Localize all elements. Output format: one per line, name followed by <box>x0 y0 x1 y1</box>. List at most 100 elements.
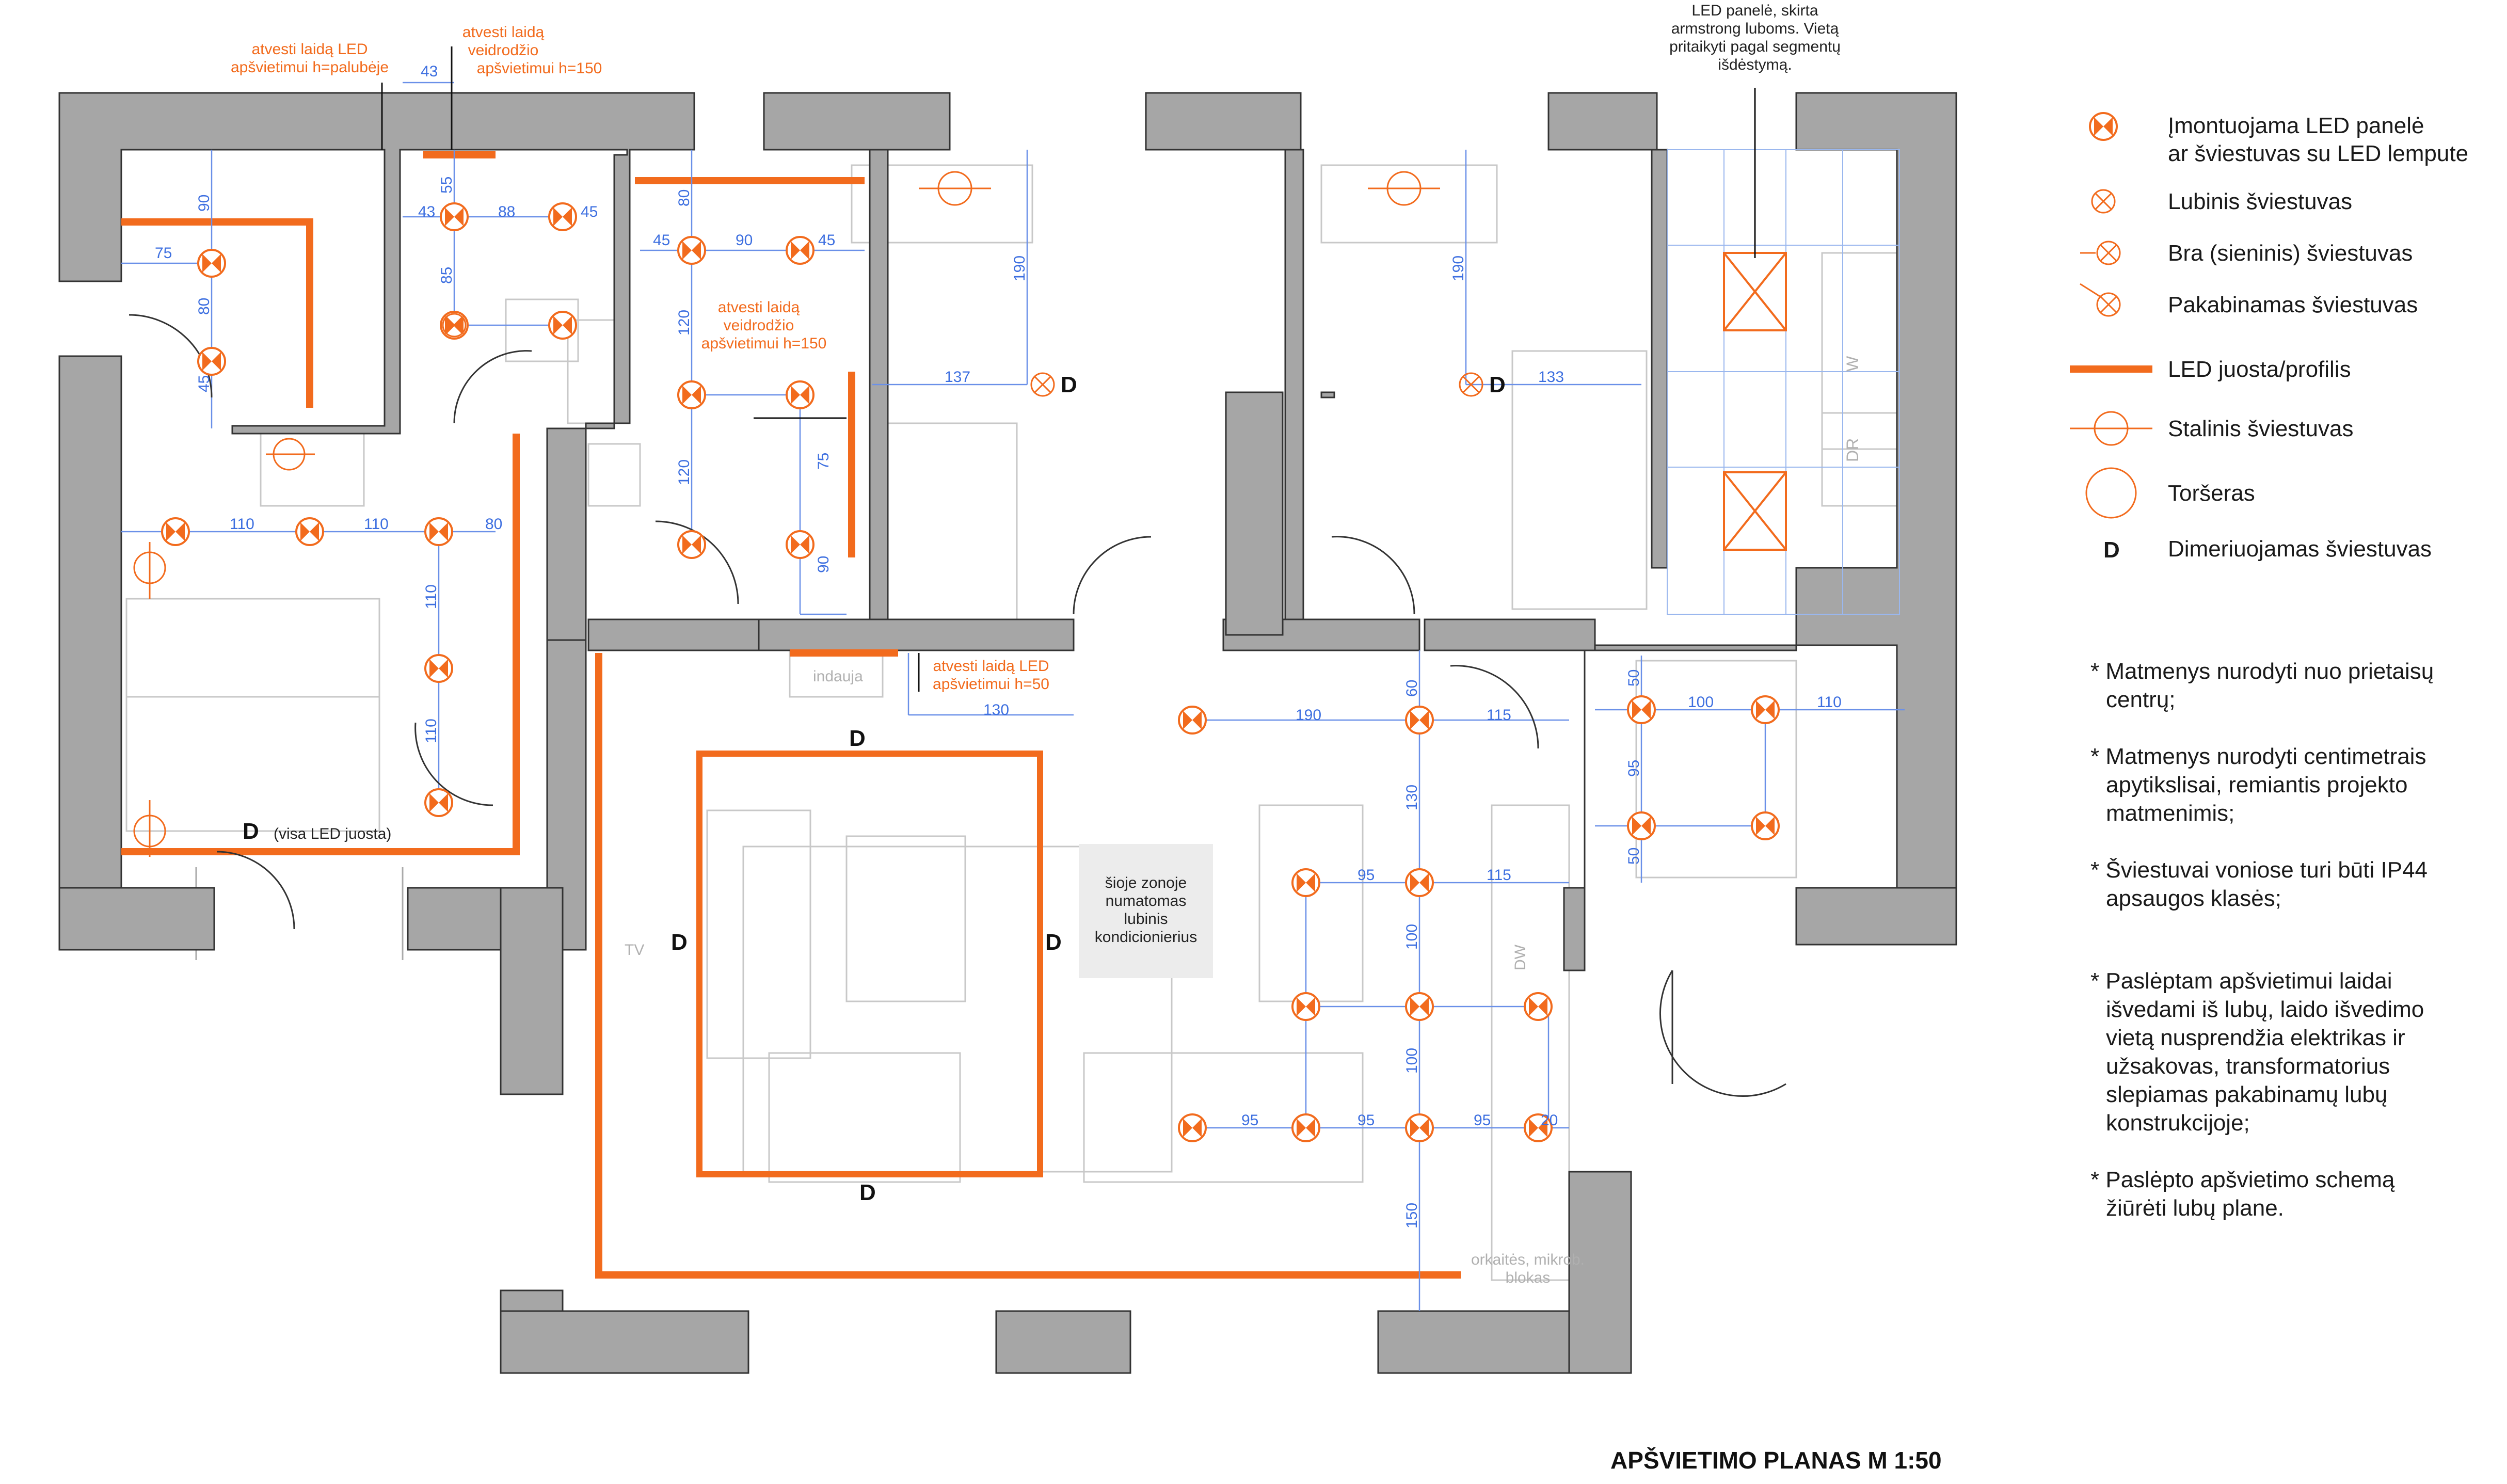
armstrong-note-line: išdėstymą. <box>1718 56 1792 73</box>
annotation-line: atvesti laidą LED <box>251 41 368 58</box>
dim: 100 <box>1403 924 1420 950</box>
dimmer-labels: D D D D D D D <box>243 372 1506 1205</box>
legend-label: Toršeras <box>2168 481 2255 506</box>
armstrong-grid <box>1667 149 1900 615</box>
dim: 190 <box>1450 256 1467 281</box>
note-line: išvedami iš lubų, laido išvedimo <box>2106 997 2424 1022</box>
dim: 95 <box>1241 1112 1258 1129</box>
dim: 110 <box>230 516 254 533</box>
legend-item: Bra (sieninis) šviestuvas <box>2080 241 2413 266</box>
annotation-line: atvesti laidą <box>462 24 545 41</box>
dim: 60 <box>1403 680 1420 697</box>
legend-label: Stalinis šviestuvas <box>2168 416 2353 441</box>
floor-lamp-icon <box>2085 467 2137 519</box>
note-line: apsaugos klasės; <box>2106 886 2281 911</box>
annotation-line: atvesti laidą <box>718 299 800 316</box>
dim: 133 <box>1538 369 1564 386</box>
annotation-leaders <box>381 46 1756 692</box>
doors <box>129 314 1786 1097</box>
note-line: * Matmenys nurodyti nuo prietaisų <box>2090 659 2434 684</box>
dim: 190 <box>1011 256 1028 281</box>
dim: 45 <box>581 203 598 220</box>
wall-light-icon <box>2080 241 2121 265</box>
table-lamp-icon <box>2070 411 2152 446</box>
note-line: vietą nusprendžia elektrikas ir <box>2106 1025 2405 1050</box>
note-line: apytikslisai, remiantis projekto <box>2106 772 2407 797</box>
oven-label-line: orkaitės, mikrob. <box>1471 1251 1585 1268</box>
dim: 190 <box>1296 707 1321 724</box>
legend-label: Įmontuojama LED panelė <box>2168 113 2424 138</box>
legend-label: ar šviestuvas su LED lempute <box>2168 141 2468 166</box>
recessed-led-panel-icon <box>2089 112 2118 141</box>
annotation-line: apšvietimui h=50 <box>933 676 1049 693</box>
dim: 50 <box>1625 848 1642 865</box>
dimmer-label: D <box>671 930 688 955</box>
note-line: žiūrėti lubų plane. <box>2106 1195 2284 1221</box>
legend-label: Dimeriuojamas šviestuvas <box>2168 536 2432 562</box>
dim: 75 <box>815 453 832 470</box>
dimmer-label: D <box>1061 372 1077 397</box>
note-line: slepiamas pakabinamų lubų <box>2106 1082 2387 1107</box>
dim: 45 <box>196 375 213 392</box>
dim: 100 <box>1403 1048 1420 1074</box>
notes: * Matmenys nurodyti nuo prietaisų centrų… <box>2090 659 2434 1221</box>
note-line: * Matmenys nurodyti centimetrais <box>2090 744 2426 769</box>
dim: 90 <box>736 232 753 249</box>
orange-annotations: atvesti laidą LED apšvietimui h=palubėje… <box>231 24 1049 693</box>
legend: Įmontuojama LED panelė ar šviestuvas su … <box>2070 112 2468 563</box>
dimmer-icon: D <box>2103 537 2120 563</box>
dim: 110 <box>423 719 440 743</box>
ceiling-light-icon <box>2091 189 2116 214</box>
ac-note-line: numatomas <box>1106 892 1187 909</box>
legend-label: Lubinis šviestuvas <box>2168 189 2352 214</box>
annotation-line: apšvietimui h=palubėje <box>231 59 389 76</box>
dimmer-label: D <box>243 819 259 844</box>
annotation-line: veidrodžio <box>724 317 794 334</box>
dim: 137 <box>945 369 970 386</box>
dim: 150 <box>1403 1203 1420 1228</box>
legend-item: LED juosta/profilis <box>2070 357 2351 382</box>
dim: 120 <box>676 310 693 336</box>
led-strip-bedroom <box>121 434 520 855</box>
lamps <box>133 171 1780 1142</box>
dim: 100 <box>1688 694 1714 711</box>
dim: 115 <box>1487 867 1511 884</box>
pendant-light-icon <box>2080 283 2121 317</box>
dim: 115 <box>1487 707 1511 724</box>
dim: 55 <box>438 177 455 194</box>
legend-label: LED juosta/profilis <box>2168 357 2351 382</box>
legend-label: Pakabinamas šviestuvas <box>2168 292 2418 317</box>
dim: 88 <box>498 203 515 220</box>
legend-item: D Dimeriuojamas šviestuvas <box>2103 536 2432 563</box>
legend-item: Lubinis šviestuvas <box>2091 189 2352 214</box>
bed-led-note: (visa LED juosta) <box>274 825 391 842</box>
dim: 43 <box>421 63 438 80</box>
washer-label: W <box>1843 356 1862 372</box>
led-strips <box>121 151 1461 1279</box>
dim: 90 <box>815 556 832 573</box>
dim: 85 <box>438 267 455 284</box>
dim: 75 <box>155 245 172 262</box>
dimmer-label: D <box>849 726 866 751</box>
led-strip-living <box>595 653 1461 1279</box>
legend-item: Įmontuojama LED panelė ar šviestuvas su … <box>2089 112 2468 166</box>
dim: 120 <box>676 459 693 485</box>
armstrong-note-line: LED panelė, skirta <box>1691 2 1818 19</box>
walls <box>58 92 1957 1374</box>
dim: 130 <box>1403 785 1420 810</box>
room-labels: LED panelė, skirta armstrong luboms. Vie… <box>274 2 1862 1286</box>
oven-label-line: blokas <box>1506 1269 1551 1286</box>
ac-note-line: kondicionierius <box>1095 929 1197 946</box>
note-line: centrų; <box>2106 687 2176 712</box>
wall-top-left <box>58 92 695 698</box>
legend-item: Pakabinamas šviestuvas <box>2080 283 2418 317</box>
note-line: konstrukcijoje; <box>2106 1110 2250 1136</box>
annotation-line: apšvietimui h=150 <box>477 60 602 77</box>
dryer-label: DR <box>1843 438 1862 462</box>
dishwasher-label: DW <box>1512 944 1529 970</box>
legend-item: Stalinis šviestuvas <box>2070 411 2353 446</box>
note-line: užsakovas, transformatorius <box>2106 1054 2390 1079</box>
note-line: * Šviestuvai voniose turi būti IP44 <box>2090 857 2428 883</box>
dim: 130 <box>983 701 1009 719</box>
